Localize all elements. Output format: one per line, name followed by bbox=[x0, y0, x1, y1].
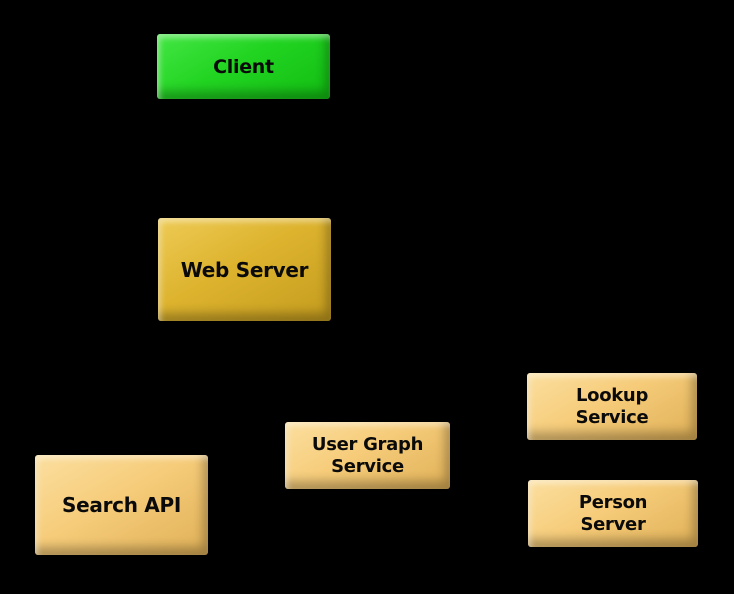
node-person-server: Person Server bbox=[528, 480, 698, 547]
node-search-api: Search API bbox=[35, 455, 208, 555]
node-person-server-label-line1: Person bbox=[578, 491, 648, 513]
node-lookup-service: Lookup Service bbox=[527, 373, 697, 440]
node-web-server: Web Server bbox=[158, 218, 331, 321]
node-client: Client bbox=[157, 34, 330, 99]
node-web-server-label: Web Server bbox=[180, 257, 309, 282]
node-user-graph-service-label-line2: Service bbox=[331, 455, 404, 477]
node-search-api-label: Search API bbox=[62, 493, 181, 517]
node-lookup-service-label-line1: Lookup bbox=[575, 384, 649, 406]
node-person-server-label-line2: Server bbox=[580, 513, 646, 535]
node-user-graph-service-label-line1: User Graph bbox=[311, 433, 424, 455]
node-user-graph-service: User Graph Service bbox=[285, 422, 450, 489]
node-lookup-service-label-line2: Service bbox=[575, 406, 649, 428]
node-client-label: Client bbox=[213, 55, 274, 78]
